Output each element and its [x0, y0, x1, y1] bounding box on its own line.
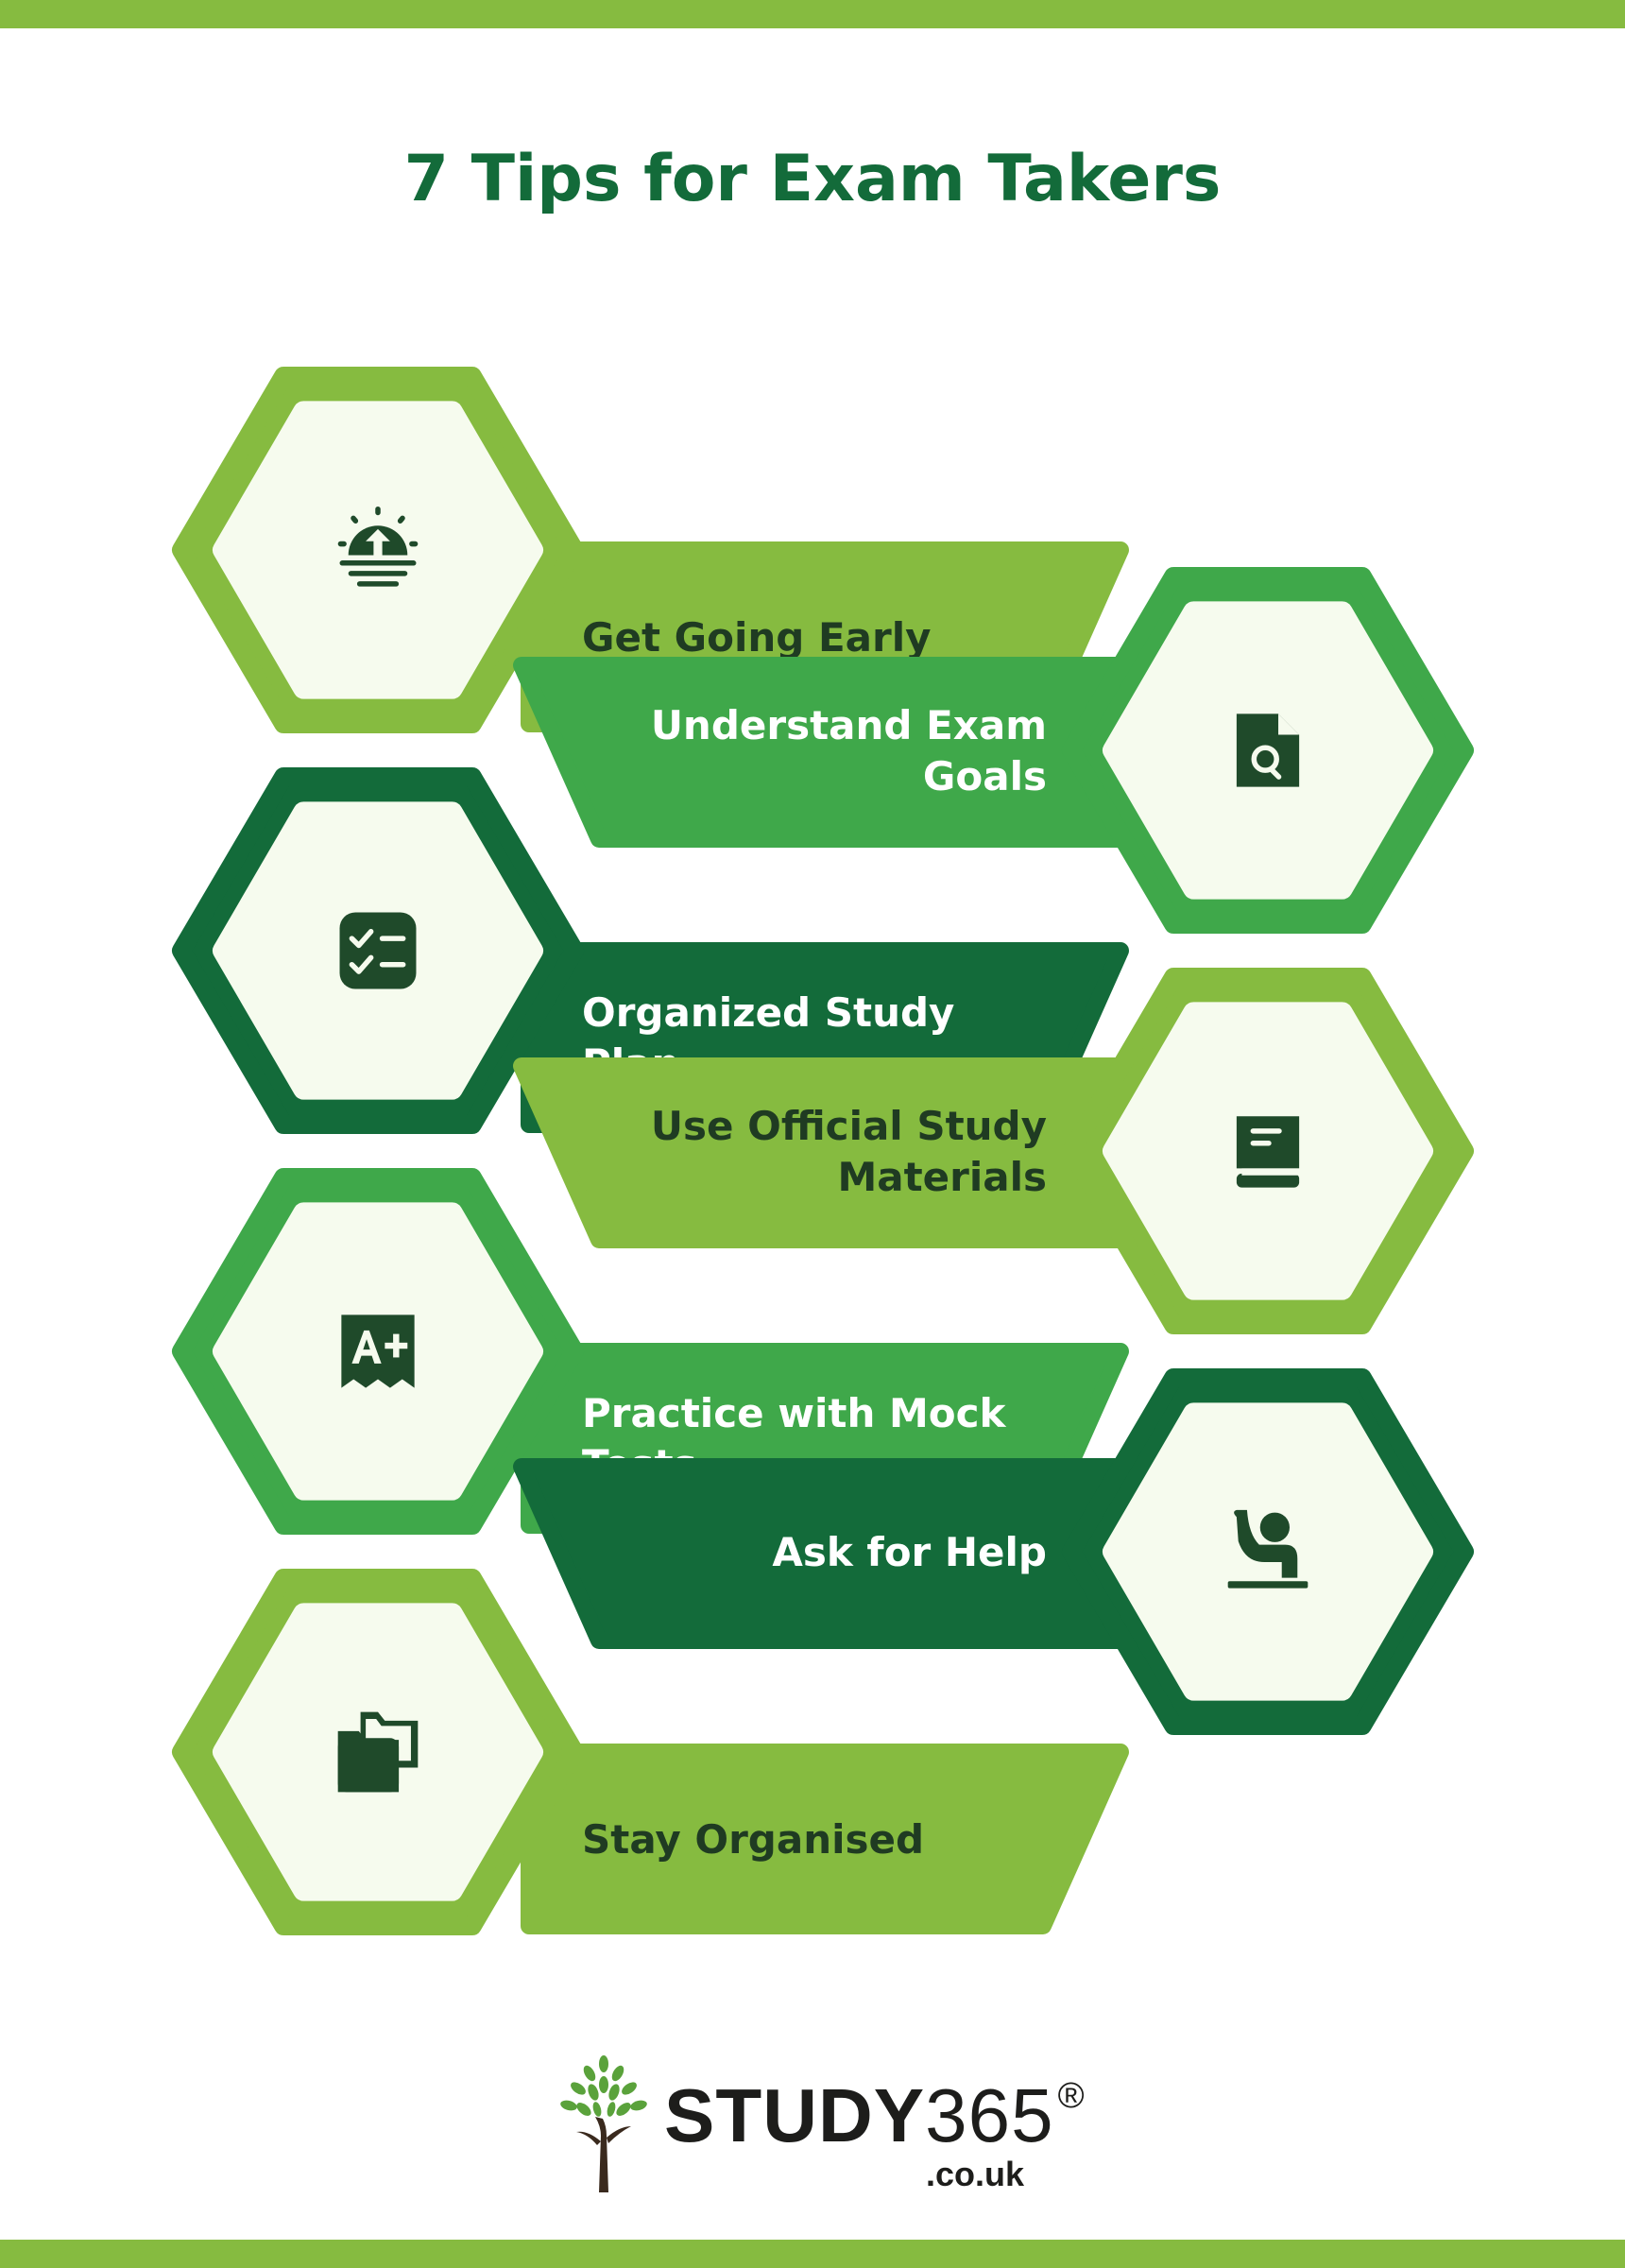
tip-label-line: Materials — [837, 1154, 1047, 1200]
tip-1: Get Going Early — [172, 367, 1129, 733]
top-accent-bar — [0, 0, 1625, 28]
tip-label-line: Get Going Early — [582, 614, 932, 661]
tip-label: Get Going Early — [582, 614, 932, 661]
tip-band — [521, 1744, 1129, 1934]
book-icon — [1236, 1116, 1300, 1188]
tip-label-line: Organized Study — [582, 989, 954, 1036]
brand-domain: .co.uk — [926, 2155, 1025, 2193]
tree-icon — [560, 2055, 647, 2192]
tip-7: Stay Organised — [172, 1569, 1129, 1935]
brand-name: STUDY365® — [664, 2072, 1086, 2159]
tip-label-line: Goals — [923, 753, 1047, 799]
tip-label-line: Stay Organised — [582, 1816, 924, 1863]
tip-6: Ask for Help — [513, 1368, 1474, 1735]
tip-label-line: Ask for Help — [772, 1529, 1047, 1575]
bottom-accent-bar — [0, 2240, 1625, 2268]
tip-band — [513, 657, 1142, 848]
tip-label: Stay Organised — [582, 1816, 924, 1863]
registered-mark: ® — [1057, 2076, 1086, 2116]
tip-label: Ask for Help — [772, 1529, 1047, 1575]
tip-band — [513, 1057, 1142, 1248]
brand-name-number: 365 — [925, 2073, 1054, 2157]
tip-label-line: Understand Exam — [651, 702, 1047, 748]
tip-label-line: Practice with Mock — [582, 1390, 1007, 1436]
checklist-icon — [340, 913, 417, 989]
brand-name-bold: STUDY — [664, 2073, 926, 2157]
grade-a-plus-icon — [341, 1314, 415, 1388]
tip-label-line: Use Official Study — [651, 1103, 1047, 1149]
page-title: 7 Tips for Exam Takers — [403, 142, 1222, 216]
